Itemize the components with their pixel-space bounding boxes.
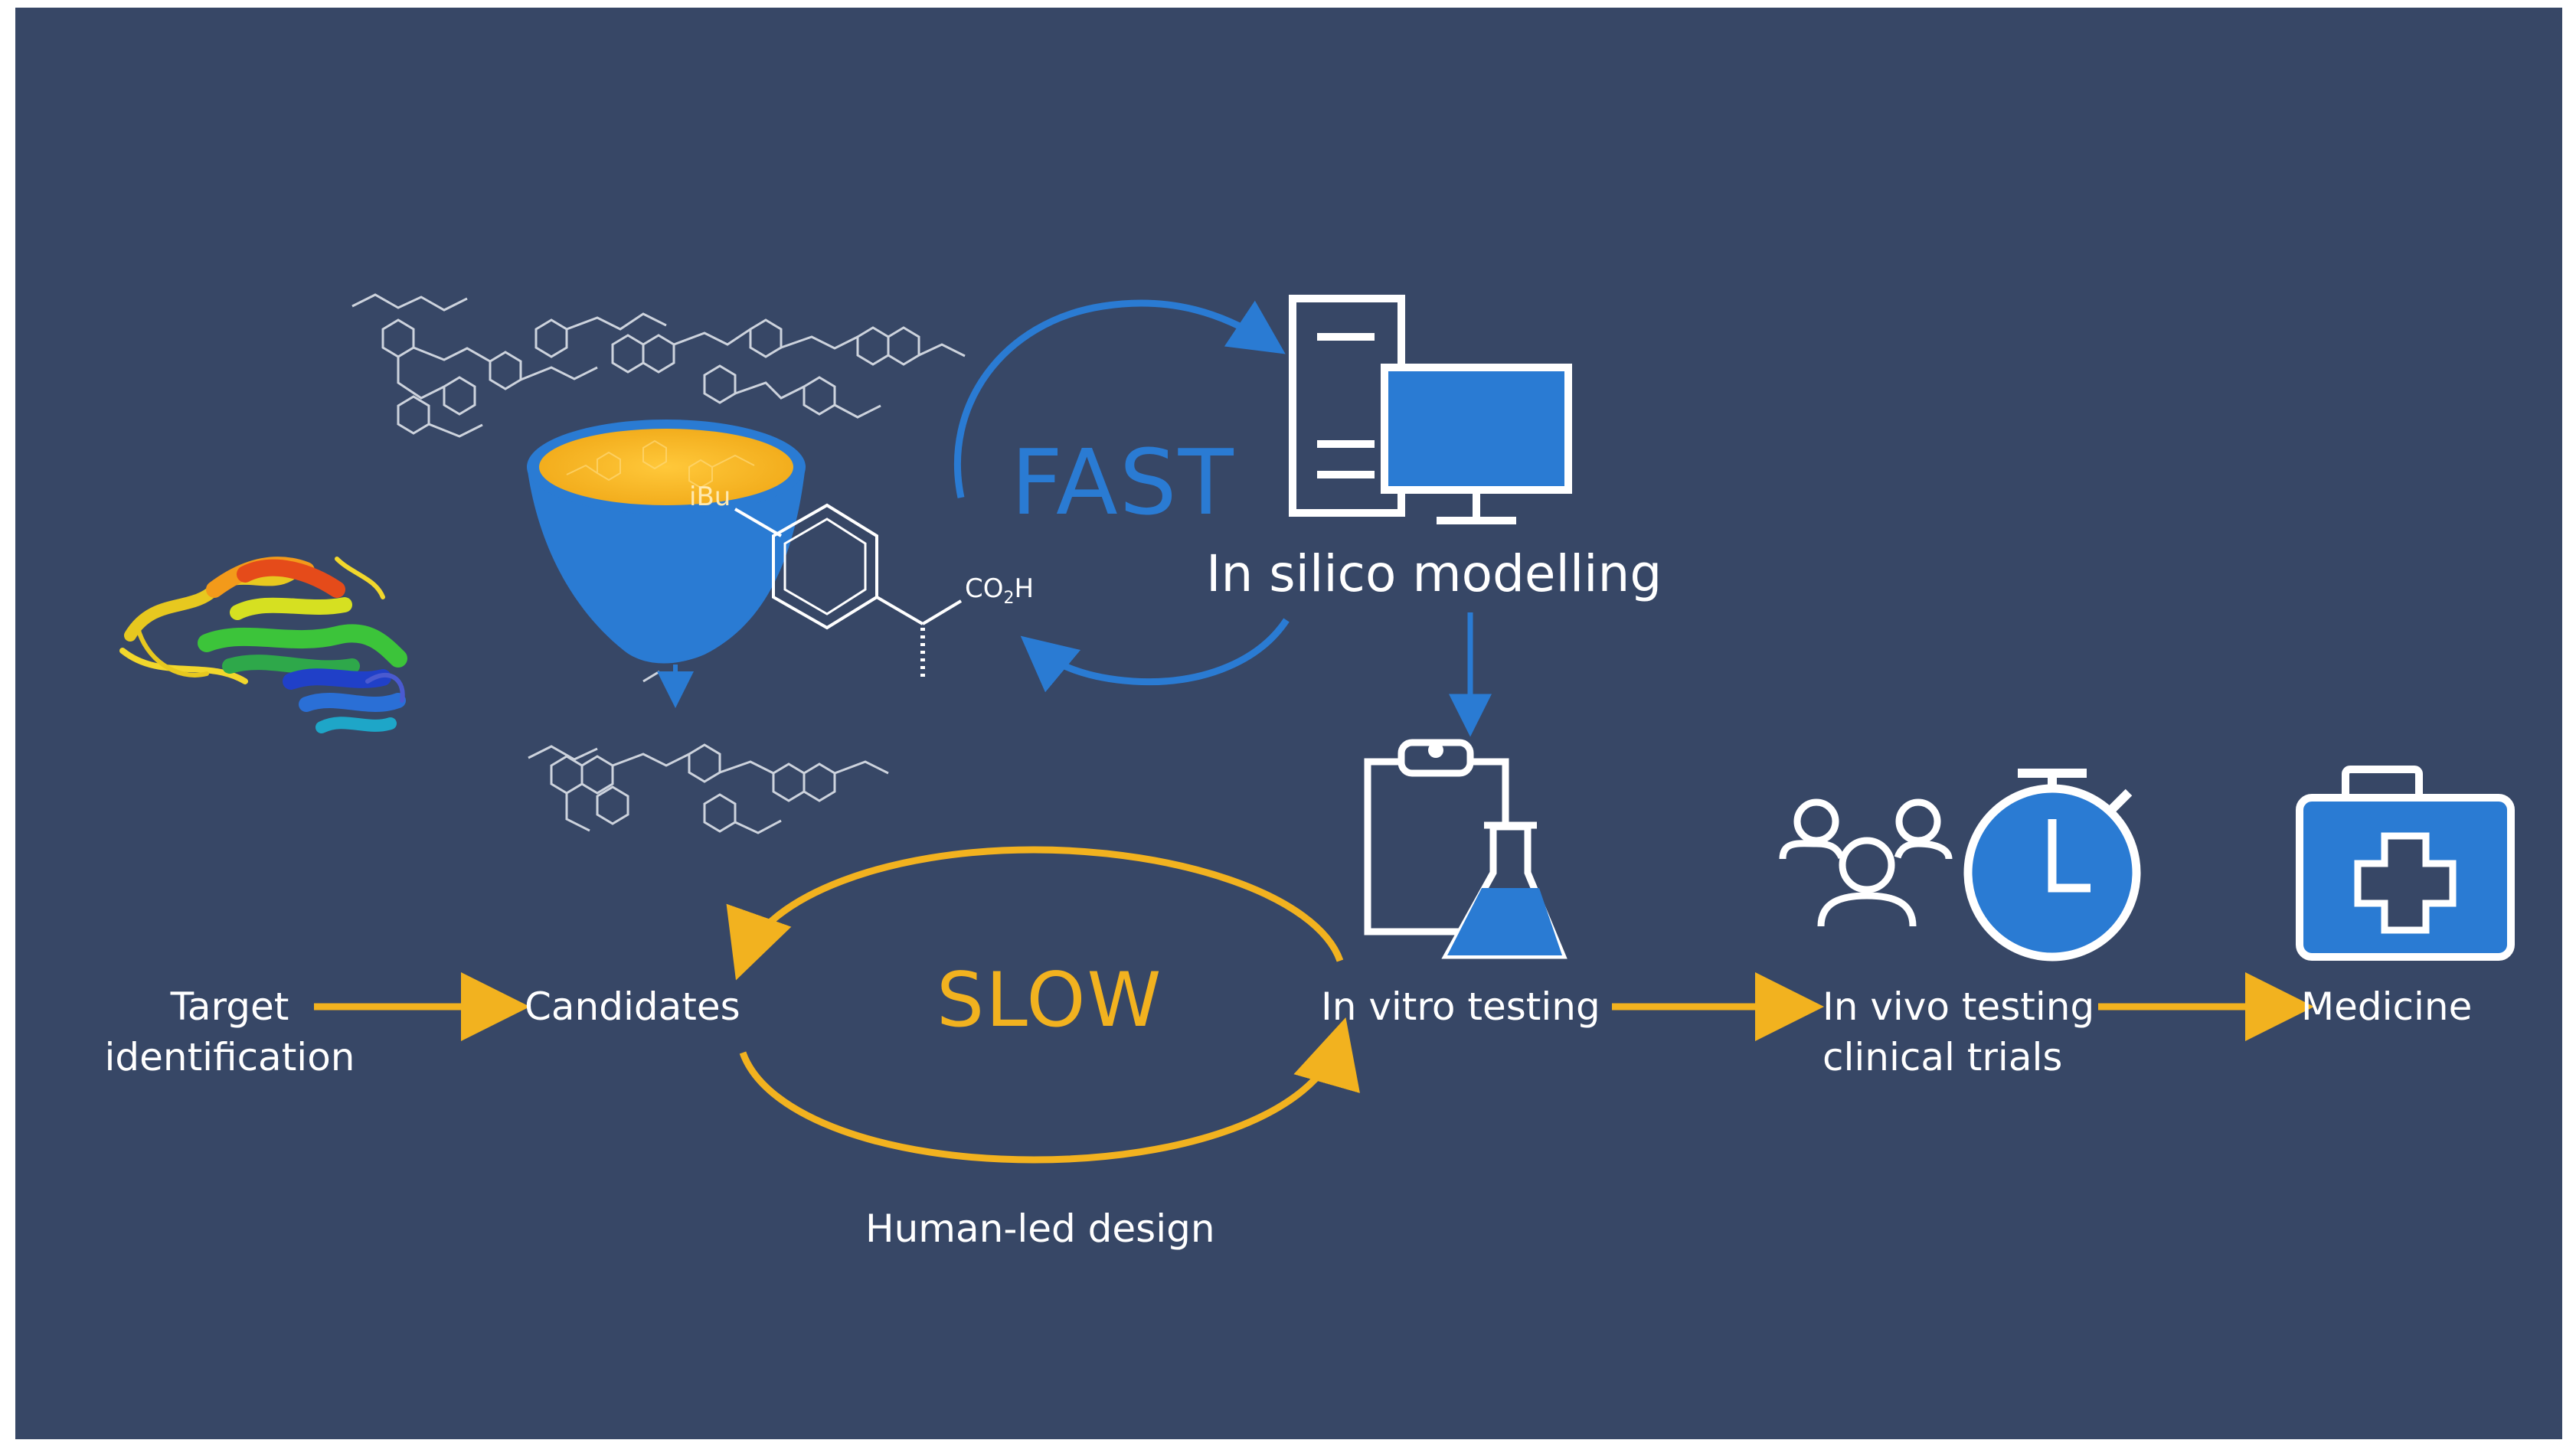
- protein-ribbon-icon: [119, 557, 407, 733]
- people-group-icon: [1779, 798, 1953, 927]
- first-aid-kit-icon: [2296, 766, 2515, 961]
- slow-loop-bottom-arrow: [739, 1017, 1360, 1164]
- stage-candidates: Candidates: [525, 984, 740, 1029]
- stage-in-vivo: In vivo testing clinical trials: [1822, 984, 2095, 1079]
- clipboard-flask-icon: [1364, 739, 1568, 959]
- stage-target: Target identification: [104, 984, 355, 1079]
- co2h-label: CO2H: [965, 573, 1034, 608]
- stopwatch-icon: [1963, 769, 2141, 962]
- molecule-structures-icon: [351, 293, 966, 438]
- diagram-panel: iBu CO2H: [15, 8, 2562, 1439]
- ibuprofen-structure-icon: [734, 503, 963, 681]
- molecule-structures-bottom: [528, 671, 889, 834]
- background: [15, 8, 2562, 1439]
- stage-in-vitro: In vitro testing: [1321, 984, 1600, 1029]
- diagram-canvas: iBu CO2H: [15, 8, 2562, 1439]
- funnel-icon: [527, 420, 806, 708]
- stage-medicine: Medicine: [2301, 984, 2473, 1029]
- fast-label: FAST: [1011, 429, 1235, 535]
- slow-label: SLOW: [937, 957, 1163, 1044]
- stage-in-silico: In silico modelling: [1206, 544, 1662, 603]
- server-computer-icon: [1289, 295, 1572, 524]
- fast-loop-top-arrow: [954, 299, 1286, 498]
- ibu-label: iBu: [689, 482, 731, 512]
- slow-caption: Human-led design: [865, 1206, 1215, 1251]
- fast-loop-bottom-arrow: [1020, 618, 1290, 693]
- slow-loop-top-arrow: [726, 846, 1344, 981]
